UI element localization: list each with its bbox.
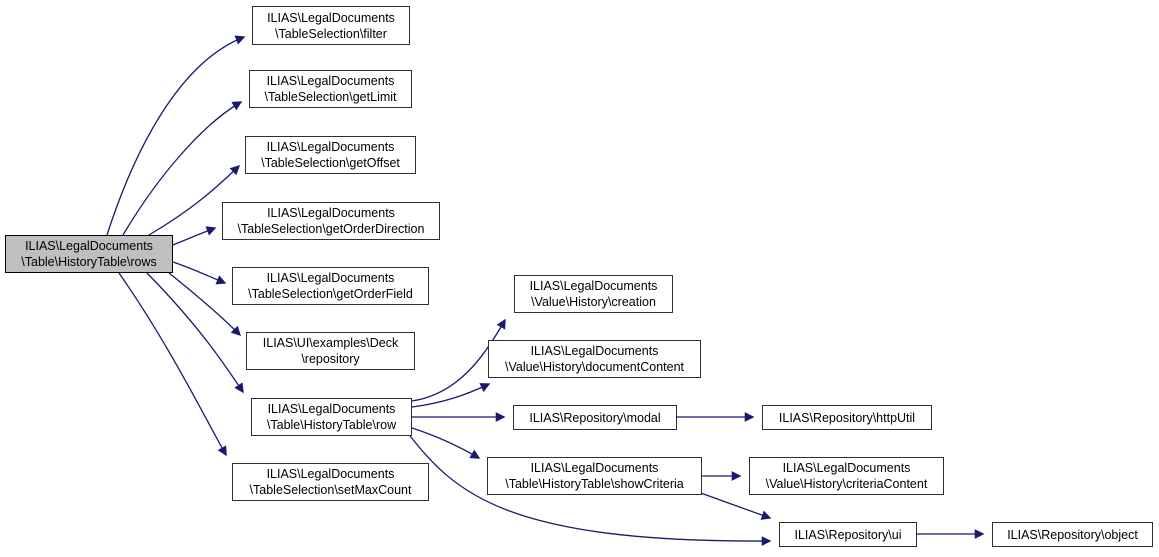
edge-rows-getOffset xyxy=(148,164,241,236)
node-ui[interactable]: ILIAS\Repository\ui xyxy=(779,522,917,547)
edge-row-creation xyxy=(411,318,506,402)
node-getOffset[interactable]: ILIAS\LegalDocuments \TableSelection\get… xyxy=(245,136,416,174)
edge-rows-deckRepository xyxy=(168,272,242,337)
node-modal[interactable]: ILIAS\Repository\modal xyxy=(513,405,677,430)
node-deck-repository[interactable]: ILIAS\UI\examples\Deck \repository xyxy=(246,332,415,370)
node-object[interactable]: ILIAS\Repository\object xyxy=(992,522,1153,547)
node-filter[interactable]: ILIAS\LegalDocuments \TableSelection\fil… xyxy=(252,6,410,45)
edge-row-ui xyxy=(409,435,772,546)
edge-rows-getOrderField xyxy=(172,261,227,285)
node-showCriteria[interactable]: ILIAS\LegalDocuments \Table\HistoryTable… xyxy=(487,457,702,495)
edge-rows-getOrderDirection xyxy=(172,226,217,246)
node-row[interactable]: ILIAS\LegalDocuments \Table\HistoryTable… xyxy=(251,398,412,436)
edge-row-showCriteria xyxy=(411,427,481,459)
edge-rows-filter xyxy=(106,35,246,236)
node-rows: ILIAS\LegalDocuments \Table\HistoryTable… xyxy=(5,235,173,273)
node-creation[interactable]: ILIAS\LegalDocuments \Value\History\crea… xyxy=(514,275,673,313)
edge-showCriteria-ui xyxy=(697,491,772,520)
node-getOrderField[interactable]: ILIAS\LegalDocuments \TableSelection\get… xyxy=(232,267,429,305)
node-criteriaContent[interactable]: ILIAS\LegalDocuments \Value\History\crit… xyxy=(749,457,944,495)
node-setMaxCount[interactable]: ILIAS\LegalDocuments \TableSelection\set… xyxy=(232,463,429,501)
node-getLimit[interactable]: ILIAS\LegalDocuments \TableSelection\get… xyxy=(249,70,412,108)
node-getOrderDirection[interactable]: ILIAS\LegalDocuments \TableSelection\get… xyxy=(222,202,440,240)
node-documentContent[interactable]: ILIAS\LegalDocuments \Value\History\docu… xyxy=(488,340,701,378)
edge-rows-getLimit xyxy=(122,101,243,236)
node-httpUtil[interactable]: ILIAS\Repository\httpUtil xyxy=(762,405,932,430)
edge-rows-row xyxy=(146,272,244,394)
edge-rows-setMaxCount xyxy=(118,272,227,457)
edge-row-documentContent xyxy=(411,383,491,408)
